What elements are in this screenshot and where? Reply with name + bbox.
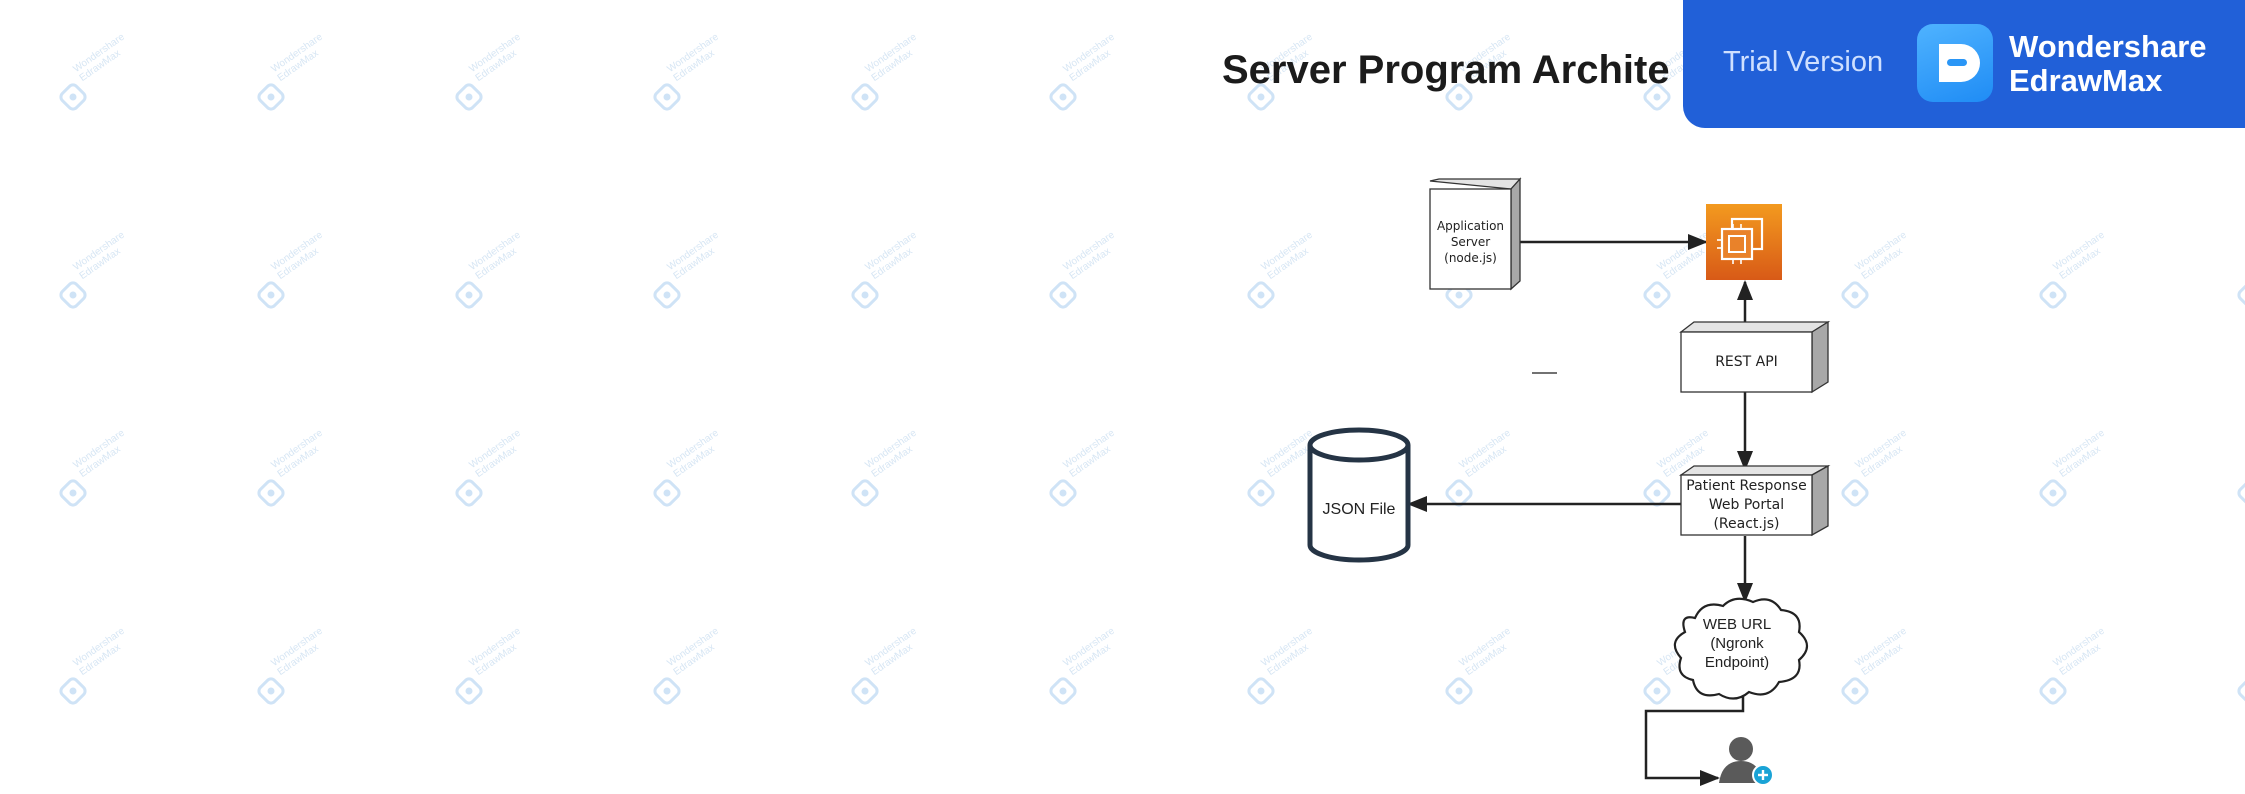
brand-name-line: Wondershare [2009, 29, 2207, 64]
web-url-label-line: Endpoint) [1704, 654, 1770, 671]
rest-api-label: REST API [1715, 354, 1778, 370]
edge-url-to-user[interactable] [1644, 680, 1745, 786]
brand-name: Wondershare EdrawMax [2009, 30, 2207, 98]
trial-banner[interactable]: Trial Version Wondershare EdrawMax [1683, 0, 2245, 128]
web-portal-node[interactable] [1678, 464, 1831, 537]
json-file-label: JSON File [1322, 501, 1396, 518]
app-server-label: Application Server (node.js) [1430, 218, 1511, 267]
app-server-label-line: Server [1450, 235, 1491, 250]
web-url-node[interactable] [1673, 597, 1809, 700]
user-add-icon[interactable] [1719, 737, 1774, 786]
web-url-label-line: WEB URL [1702, 616, 1772, 633]
page-title: Server Program Archite [1222, 48, 1670, 92]
web-url-label: WEB URL (Ngronk Endpoint) [1680, 615, 1794, 672]
edrawmax-logo-icon [1917, 24, 1993, 102]
json-file-node[interactable] [1307, 427, 1411, 563]
web-portal-label-line: Web Portal [1708, 497, 1785, 513]
trial-version-label: Trial Version [1723, 46, 1884, 78]
app-server-label-line: (node.js) [1444, 251, 1497, 266]
brand-name-line: EdrawMax [2009, 63, 2163, 98]
web-portal-label-line: (React.js) [1713, 516, 1780, 532]
rest-api-node[interactable] [1679, 320, 1831, 394]
web-portal-label-line: Patient Response [1686, 478, 1807, 494]
compute-icon [1706, 204, 1782, 280]
web-portal-label: Patient Response Web Portal (React.js) [1681, 477, 1812, 534]
app-server-label-line: Application [1436, 219, 1505, 233]
edges [1407, 234, 1753, 786]
web-url-label-line: (Ngronk [1710, 635, 1764, 652]
app-server-node[interactable] [1429, 177, 1522, 291]
